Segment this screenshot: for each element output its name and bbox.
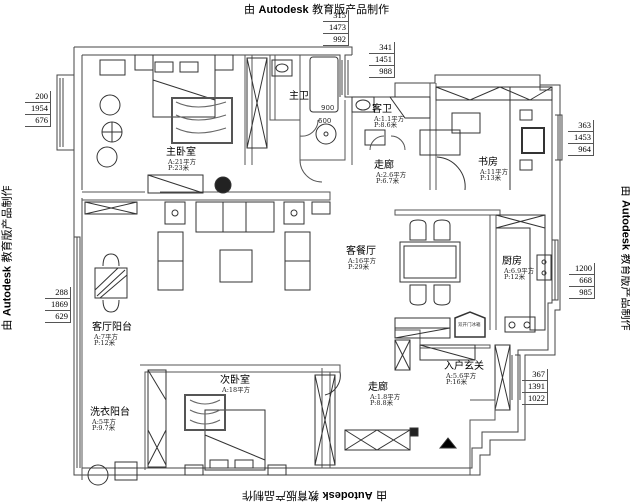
outer-walls [56, 46, 563, 476]
study-furniture [419, 86, 553, 191]
dim-value: 341 [369, 42, 394, 54]
room-perimeter: P:6.7米 [376, 177, 400, 186]
watermark-brand: Autodesk [258, 4, 309, 16]
room-name: 走廊 [368, 382, 388, 393]
room-label-corridor-upper: 走廊 A:2.6平方 P:6.7米 [374, 160, 407, 186]
dim-study-window: 363 1453 964 [568, 120, 594, 156]
watermark-prefix: 由 [244, 3, 259, 16]
dim-value: 200 [25, 91, 50, 103]
tub-width-label: 900 [321, 104, 335, 112]
dim-value: 363 [568, 120, 593, 132]
dim-value: 1954 [25, 103, 50, 115]
dim-value: 964 [568, 144, 593, 156]
dim-value: 288 [45, 287, 70, 299]
dim-value: 988 [369, 66, 394, 78]
dim-master-window: 200 1954 676 [25, 91, 51, 127]
dim-value: 367 [522, 369, 547, 381]
room-area: A:5平方 [92, 417, 117, 426]
dim-top-window: 315 1473 992 [323, 10, 349, 46]
balcony-furniture [94, 253, 128, 313]
dim-entrance-window: 367 1391 1022 [522, 369, 548, 405]
fridge-label: 双开门冰箱 [458, 323, 481, 328]
room-perimeter: P:8.8米 [370, 399, 394, 408]
guest-bath-fixtures [351, 96, 431, 146]
dim-value: 676 [25, 115, 50, 127]
second-bedroom-furniture [147, 369, 419, 476]
dim-value: 1022 [522, 393, 547, 405]
room-perimeter: P:16米 [446, 378, 468, 387]
room-label-second-bedroom: 次卧室 A:18平方 [220, 375, 251, 394]
room-name: 客厅阳台 [92, 322, 132, 333]
room-label-guest-bath: 客卫 A:1.1平方 P:8.6米 [372, 104, 405, 130]
room-perimeter: P:29米 [348, 263, 370, 272]
room-name: 次卧室 [220, 375, 250, 386]
room-perimeter: P:9.7米 [92, 424, 116, 433]
room-label-master-bedroom: 主卧室 A:21平方 P:23米 [166, 147, 197, 173]
room-perimeter: P:8.6米 [374, 121, 398, 130]
room-name: 客餐厅 [346, 246, 376, 257]
dim-value: 668 [569, 275, 594, 287]
dim-value: 985 [569, 287, 594, 299]
room-perimeter: P:12米 [504, 273, 526, 282]
room-perimeter: P:23米 [168, 164, 190, 173]
room-label-laundry-balcony: 洗衣阳台 A:5平方 P:9.7米 [90, 407, 130, 433]
room-area: A:6.9平方 [504, 266, 535, 275]
room-perimeter: P:12米 [94, 339, 116, 348]
living-furniture [84, 201, 331, 291]
room-area: A:5.6平方 [446, 371, 477, 380]
master-bath-fixtures [246, 56, 339, 149]
dim-balcony-window: 288 1869 629 [45, 287, 71, 323]
dim-kitchen-window: 1200 668 985 [569, 263, 595, 299]
room-label-corridor-lower: 走廊 A:1.8平方 P:8.8米 [368, 382, 401, 408]
room-label-living-dining: 客餐厅 A:16平方 P:29米 [346, 246, 377, 272]
room-area: A:11平方 [480, 167, 509, 176]
room-label-entrance: 入户玄关 A:5.6平方 P:16米 [444, 361, 484, 387]
dim-bath-window: 341 1451 988 [369, 42, 395, 78]
laundry-fixtures [87, 461, 138, 486]
room-label-master-bath: 主卫 [289, 91, 309, 103]
room-label-living-balcony: 客厅阳台 A:7平方 P:12米 [92, 322, 132, 348]
room-name: 走廊 [374, 160, 394, 171]
watermark-top: 由 Autodesk 教育版产品制作 [244, 1, 389, 17]
room-label-kitchen: 厨房 A:6.9平方 P:12米 [502, 256, 535, 282]
kitchen-counters [394, 214, 552, 339]
dim-value: 1869 [45, 299, 70, 311]
entrance-fixtures [394, 339, 511, 475]
dim-value: 315 [323, 10, 348, 22]
room-area: A:16平方 [348, 256, 377, 265]
room-area: A:1.1平方 [374, 114, 405, 123]
room-name: 主卫 [289, 91, 309, 102]
room-label-study: 书房 A:11平方 P:13米 [478, 157, 509, 183]
dim-value: 1451 [369, 54, 394, 66]
watermark-suffix: 教育版产品制作 [308, 3, 390, 16]
room-area: A:2.6平方 [376, 170, 407, 179]
room-area: A:21平方 [168, 157, 197, 166]
dim-value: 1453 [568, 132, 593, 144]
room-name: 客卫 [372, 104, 392, 115]
dim-value: 1391 [522, 381, 547, 393]
basin-width-label: 600 [318, 117, 332, 125]
room-name: 厨房 [502, 256, 522, 267]
interior-walls [81, 55, 501, 480]
room-area: A:1.8平方 [370, 392, 401, 401]
dim-value: 629 [45, 311, 70, 323]
room-perimeter: P:13米 [480, 174, 502, 183]
room-area: A:18平方 [222, 385, 251, 394]
room-area: A:7平方 [94, 332, 119, 341]
dim-value: 1200 [569, 263, 594, 275]
door-swings [299, 119, 406, 183]
room-name: 洗衣阳台 [90, 407, 130, 418]
dim-value: 1473 [323, 22, 348, 34]
dining-table [399, 219, 461, 306]
entrance-arrow-icon [438, 437, 458, 449]
room-name: 入户玄关 [444, 361, 484, 372]
master-bed [96, 54, 234, 194]
room-name: 书房 [478, 157, 498, 168]
room-name: 主卧室 [166, 147, 196, 158]
dim-value: 992 [323, 34, 348, 46]
